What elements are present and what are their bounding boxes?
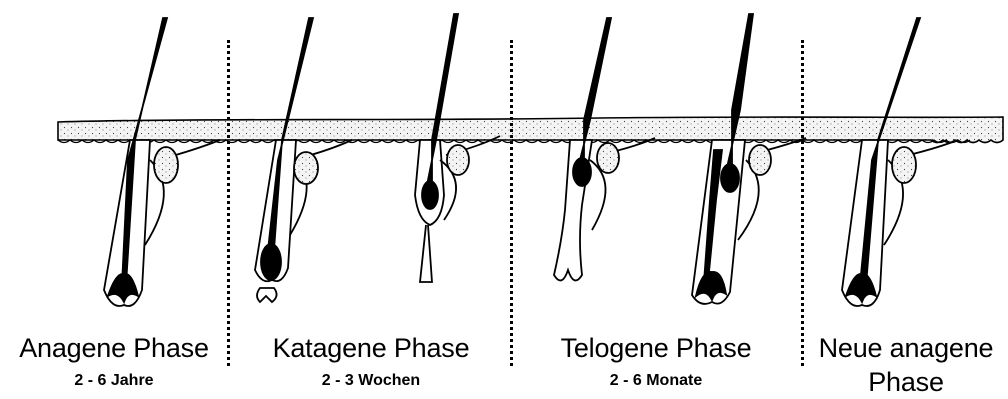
follicle-catagen: [255, 18, 352, 302]
follicle-new-anagen: [842, 18, 958, 306]
epidermis-band: [58, 117, 1003, 143]
phase-label-catagen: Katagene Phase 2 - 3 Wochen: [236, 334, 506, 389]
phase-name: Telogene Phase: [528, 334, 784, 364]
phase-name: Neue anagene: [806, 334, 1006, 364]
follicle-telogen-early: [415, 14, 500, 282]
phase-divider-1: [227, 40, 230, 366]
phase-label-telogen: Telogene Phase 2 - 6 Monate: [528, 334, 784, 389]
follicle-transition: [692, 14, 806, 304]
phase-divider-2: [510, 40, 513, 366]
phase-divider-3: [801, 40, 804, 366]
phase-name: Anagene Phase: [2, 334, 226, 364]
phase-duration: 2 - 6 Monate: [528, 372, 784, 390]
phase-name-line2: Phase: [806, 368, 1006, 398]
phase-label-anagen: Anagene Phase 2 - 6 Jahre: [2, 334, 226, 389]
follicle-anagen: [104, 18, 220, 306]
phase-duration: 2 - 3 Wochen: [236, 372, 506, 390]
follicle-telogen: [554, 18, 655, 280]
phase-name: Katagene Phase: [236, 334, 506, 364]
phase-duration: 2 - 6 Jahre: [2, 372, 226, 390]
phase-label-new-anagen: Neue anagene Phase: [806, 334, 1006, 397]
